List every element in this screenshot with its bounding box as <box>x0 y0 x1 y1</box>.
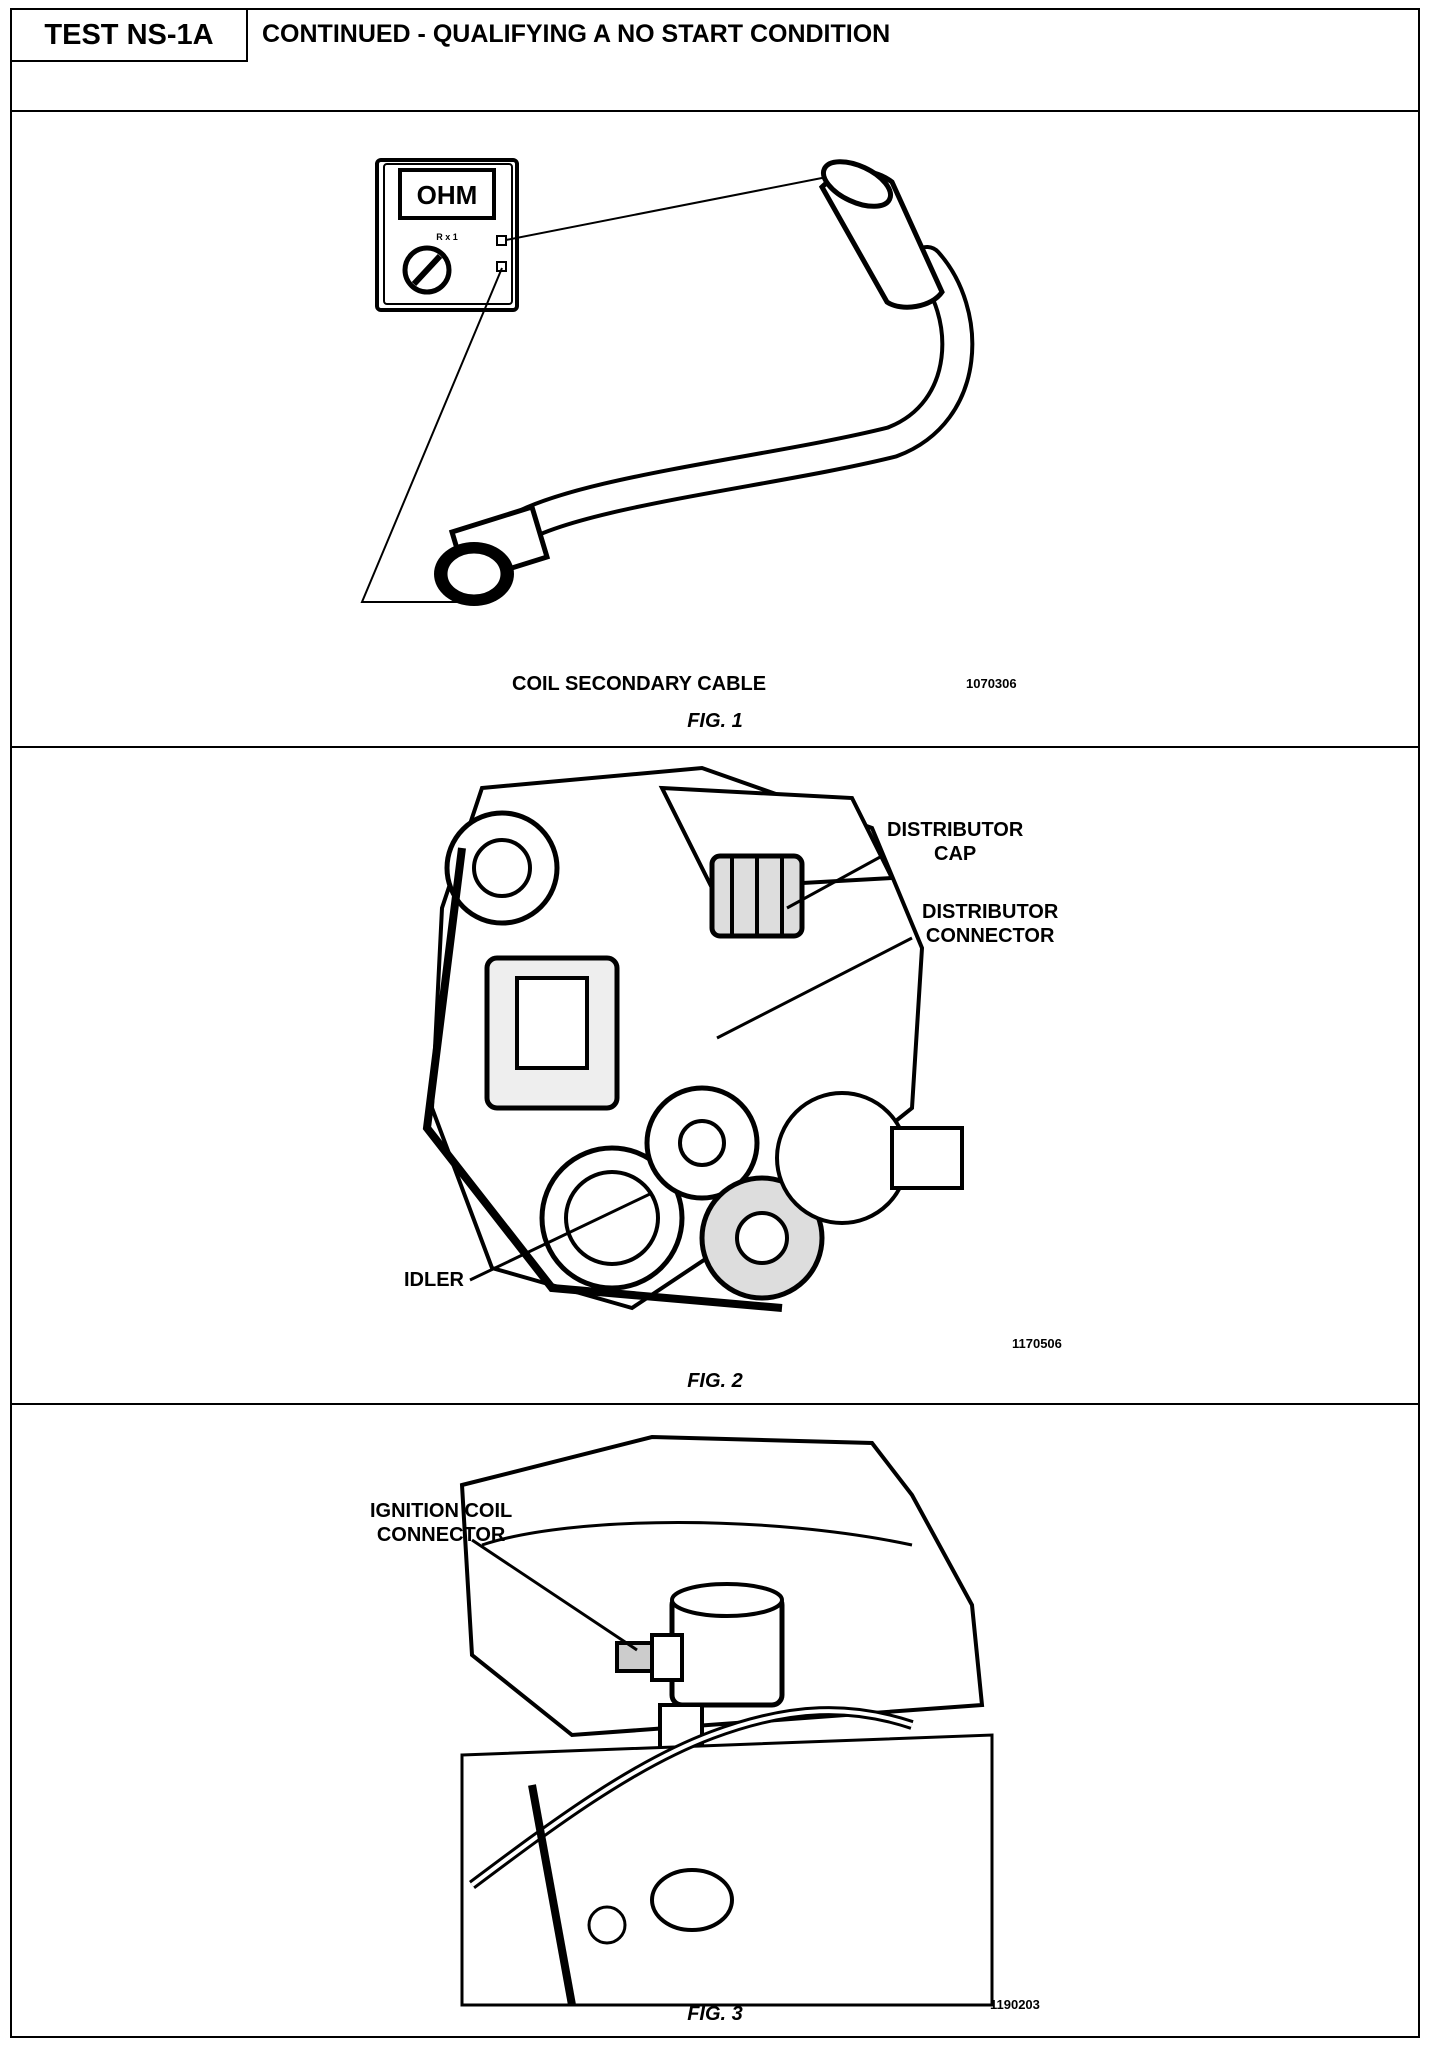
meter-display-text: OHM <box>417 180 478 210</box>
engine-illustration <box>422 765 964 1312</box>
callout-distributor-connector: DISTRIBUTOR CONNECTOR <box>922 901 1059 947</box>
figure-1-label: FIG. 1 <box>687 710 743 732</box>
service-manual-page: TEST NS-1A CONTINUED - QUALIFYING A NO S… <box>10 8 1420 2038</box>
figure-3-panel: IGNITION COIL CONNECTOR 1190203 FIG. 3 <box>12 1405 1418 2038</box>
page-title: CONTINUED - QUALIFYING A NO START CONDIT… <box>262 20 891 48</box>
callout-ignition-coil-connector: IGNITION COIL CONNECTOR <box>370 1500 513 1546</box>
figure-2-panel: DISTRIBUTOR CAP DISTRIBUTOR CONNECTOR ID… <box>12 748 1418 1405</box>
ignition-coil-illustration <box>459 1434 994 2007</box>
test-id-box: TEST NS-1A <box>12 10 248 62</box>
figure-1-panel: OHM R x 1 COIL SECONDARY CABLE 1070306 F… <box>12 112 1418 748</box>
ohmmeter-drawing <box>375 158 519 312</box>
callout-idler: IDLER <box>404 1269 464 1291</box>
callout-distributor-cap: DISTRIBUTOR CAP <box>887 819 1024 865</box>
coil-cable-caption: COIL SECONDARY CABLE <box>512 673 767 695</box>
figure-2-label: FIG. 2 <box>687 1370 743 1392</box>
meter-switch-label: R x 1 <box>436 232 458 242</box>
figure-3-label: FIG. 3 <box>687 2003 743 2025</box>
coil-cable-illustration: OHM R x 1 <box>360 158 975 606</box>
figure-2-part-number: 1170506 <box>1012 1336 1062 1351</box>
engine-drawing <box>429 765 964 1311</box>
figure-1-part-number: 1070306 <box>966 676 1017 691</box>
figure-3-part-number: 1190203 <box>990 1997 1040 2012</box>
page-header: TEST NS-1A CONTINUED - QUALIFYING A NO S… <box>12 10 1418 112</box>
